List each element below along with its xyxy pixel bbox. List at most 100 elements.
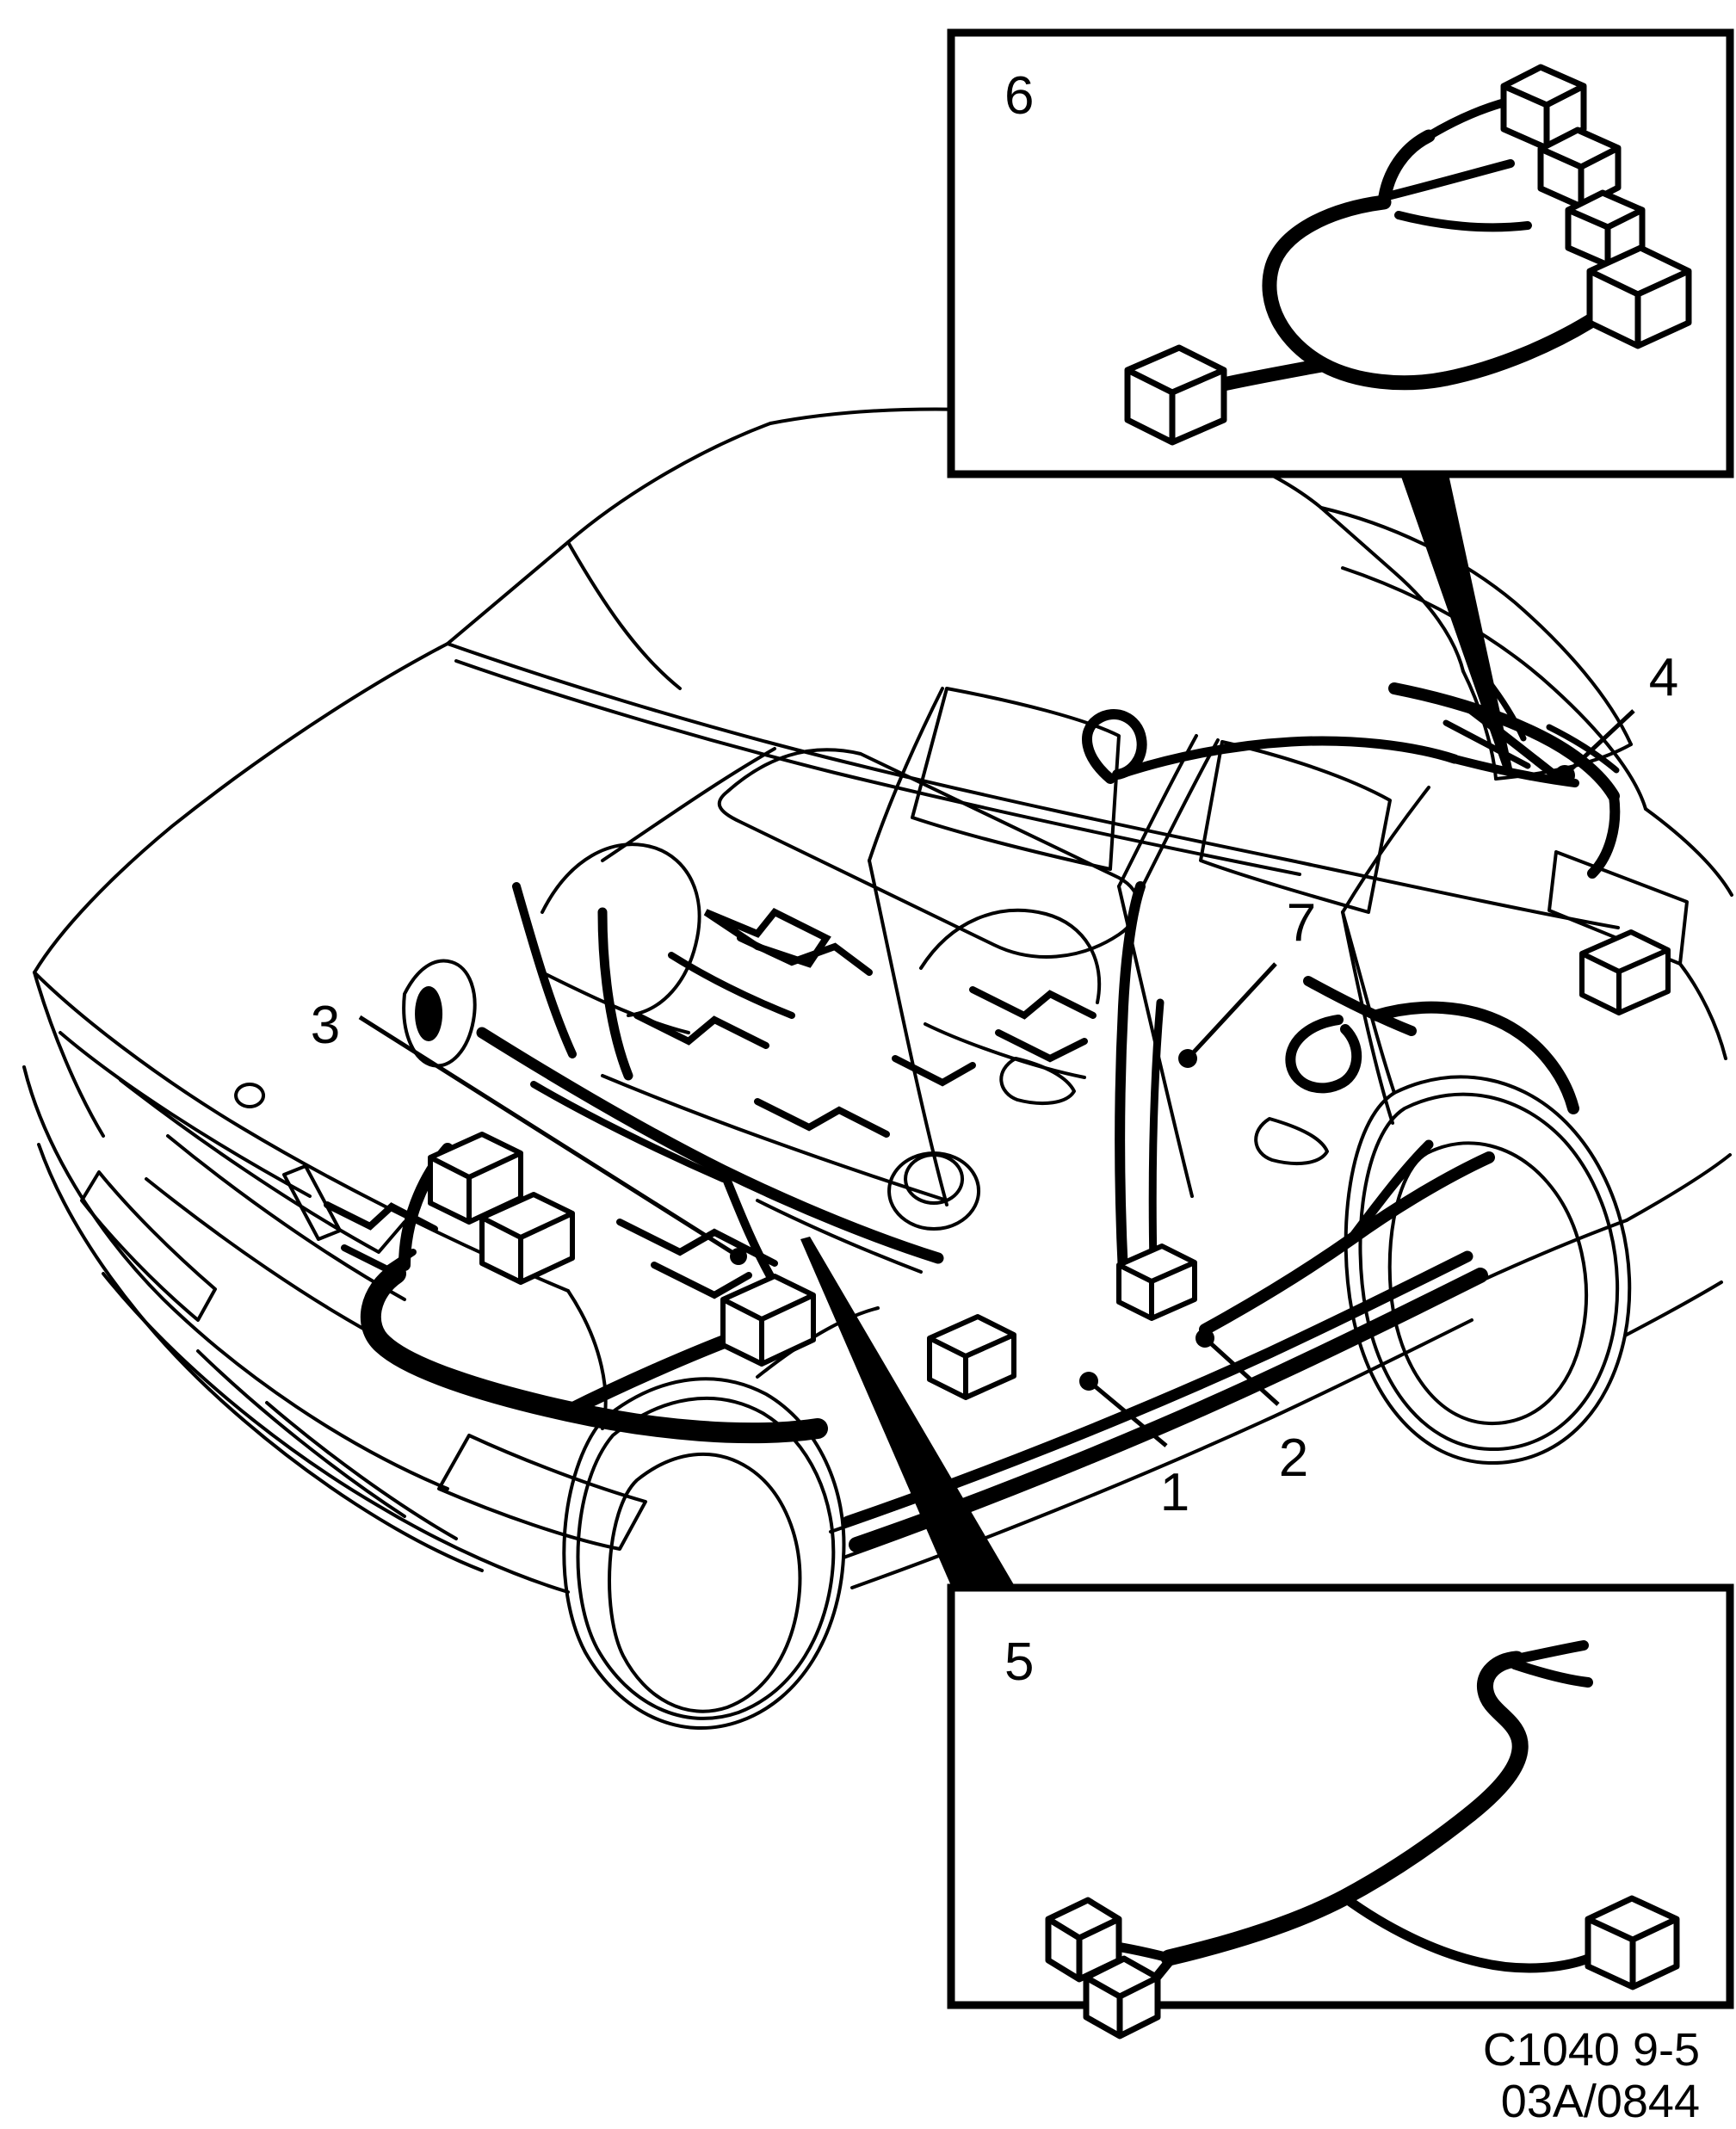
door-handle-rear [1254, 1117, 1329, 1166]
front-side-window [911, 687, 1121, 871]
connector-cube [1585, 1895, 1680, 1990]
rear-bumper [1625, 1153, 1732, 1222]
callout-4-dot [1554, 765, 1575, 786]
rear-lower-body [1623, 1280, 1723, 1337]
steering-wheel [887, 1151, 981, 1231]
detail-box-6[interactable]: 6 [947, 28, 1734, 478]
rear-seat-back [919, 908, 1102, 1004]
dash-cluster-9 [754, 1098, 890, 1138]
callout-7-dot [1178, 1049, 1197, 1068]
front-bumper-outer [22, 1065, 449, 1490]
front-fascia-top [33, 971, 105, 1138]
interior-wiring-detail [324, 907, 1097, 1299]
detail-box-5-label: 5 [1004, 1632, 1034, 1692]
connector-cube [1537, 127, 1622, 210]
callout-3-label: 3 [311, 996, 340, 1055]
rear-corner [1678, 962, 1727, 1060]
caption-group: C1040 9-5 03A/0844 [1483, 2024, 1700, 2127]
rear-window-outline [1319, 506, 1633, 746]
box6-connectors [1124, 64, 1692, 446]
harness-b-pillar [1115, 881, 1146, 1279]
callout-4-leader [1566, 709, 1635, 774]
box6-harness [1211, 97, 1605, 392]
pointer-wedge-box5 [800, 1237, 1016, 1588]
bumper-slot-1 [196, 1349, 406, 1518]
connector-block [479, 1192, 575, 1285]
hood-outline [33, 642, 449, 974]
pointer-wedge-box6 [1400, 474, 1512, 772]
grille-slat-1 [166, 1134, 406, 1301]
front-seat-back [541, 842, 701, 1017]
steering-wheel-inner [904, 1153, 965, 1205]
dash-cluster-5 [969, 986, 1097, 1020]
box5-harness [1098, 1640, 1602, 2005]
callout-7-leader [1188, 962, 1277, 1058]
harness-rear-branch-c [1546, 724, 1620, 774]
harness-engine-bay [360, 1263, 828, 1444]
harness-rear-branch-b [1443, 719, 1531, 769]
connector-cube [1586, 244, 1692, 349]
callout-4-label: 4 [1649, 648, 1678, 707]
rear-door-shut-2 [1341, 910, 1394, 1125]
rear-panel-edge [1644, 807, 1733, 897]
connector-cube [1083, 1955, 1161, 2040]
floor-cluster-2 [651, 1262, 752, 1299]
box5-fork-1 [1511, 1640, 1589, 1664]
connector-block [1116, 1243, 1197, 1321]
mirror-glass [415, 986, 443, 1041]
rear-tyre [1358, 1092, 1620, 1452]
callout-3-dot [730, 1248, 747, 1265]
front-wheel-arch [562, 1377, 846, 1730]
callout-1-label: 1 [1160, 1463, 1189, 1522]
rear-wheel-arch [1344, 1075, 1632, 1466]
box6-branch-1 [1424, 97, 1512, 140]
connector-cube [1124, 344, 1227, 446]
box5-lower-cable [1339, 1892, 1602, 1973]
b-pillar-2 [1139, 738, 1220, 892]
dash-cluster-8 [530, 1081, 726, 1182]
callout-2: 2 [1195, 1329, 1308, 1488]
box5-connectors [1045, 1895, 1680, 2040]
connector-block [1579, 929, 1671, 1015]
bumper-bottom-edge [102, 1272, 570, 1594]
bumper-slot-2 [265, 1401, 458, 1540]
front-door-frame [868, 687, 944, 862]
front-wing-edge [756, 1306, 880, 1379]
front-wheel-rim [608, 1452, 802, 1713]
front-door-shut [868, 859, 948, 1206]
callout-2-label: 2 [1279, 1429, 1308, 1488]
centre-console [756, 1199, 923, 1274]
caption-line-2: 03A/0844 [1501, 2076, 1700, 2127]
callout-2-dot [1195, 1329, 1214, 1348]
harness-a-pillar [512, 882, 577, 1058]
engine-cluster-2 [341, 1244, 417, 1274]
connector-blocks-car [428, 929, 1671, 1400]
box6-branch-3 [1394, 211, 1532, 232]
callouts-group: 1 2 3 4 7 [311, 648, 1678, 1522]
dash-cluster-4 [633, 1012, 769, 1049]
harness-tail [1587, 791, 1621, 879]
connector-cube [1500, 64, 1587, 151]
harness-b-pillar-2 [1148, 998, 1165, 1269]
box5-fork-2 [1510, 1659, 1593, 1688]
a-pillar [601, 747, 776, 862]
headlight-right [80, 1170, 217, 1322]
hood-front-crease [33, 971, 570, 1293]
hood-gap [59, 1031, 312, 1198]
box6-branch-2 [1383, 159, 1515, 201]
beltline [446, 642, 1620, 929]
detail-box-5[interactable]: 5 [947, 1583, 1734, 2040]
dash-top [601, 1074, 948, 1202]
rear-quarter-line [1341, 910, 1396, 1095]
harness-quarter [1303, 976, 1417, 1036]
engine-cluster-1 [324, 1201, 438, 1232]
box6-cable-right [1438, 309, 1605, 386]
callout-7-label: 7 [1287, 893, 1316, 953]
detail-pointers [800, 474, 1512, 1588]
harness-rear-deck [1388, 682, 1620, 802]
harness-rear-deck-2 [1459, 700, 1564, 783]
rear-wheel-rim [1387, 1141, 1588, 1426]
caption-line-1: C1040 9-5 [1483, 2024, 1700, 2076]
